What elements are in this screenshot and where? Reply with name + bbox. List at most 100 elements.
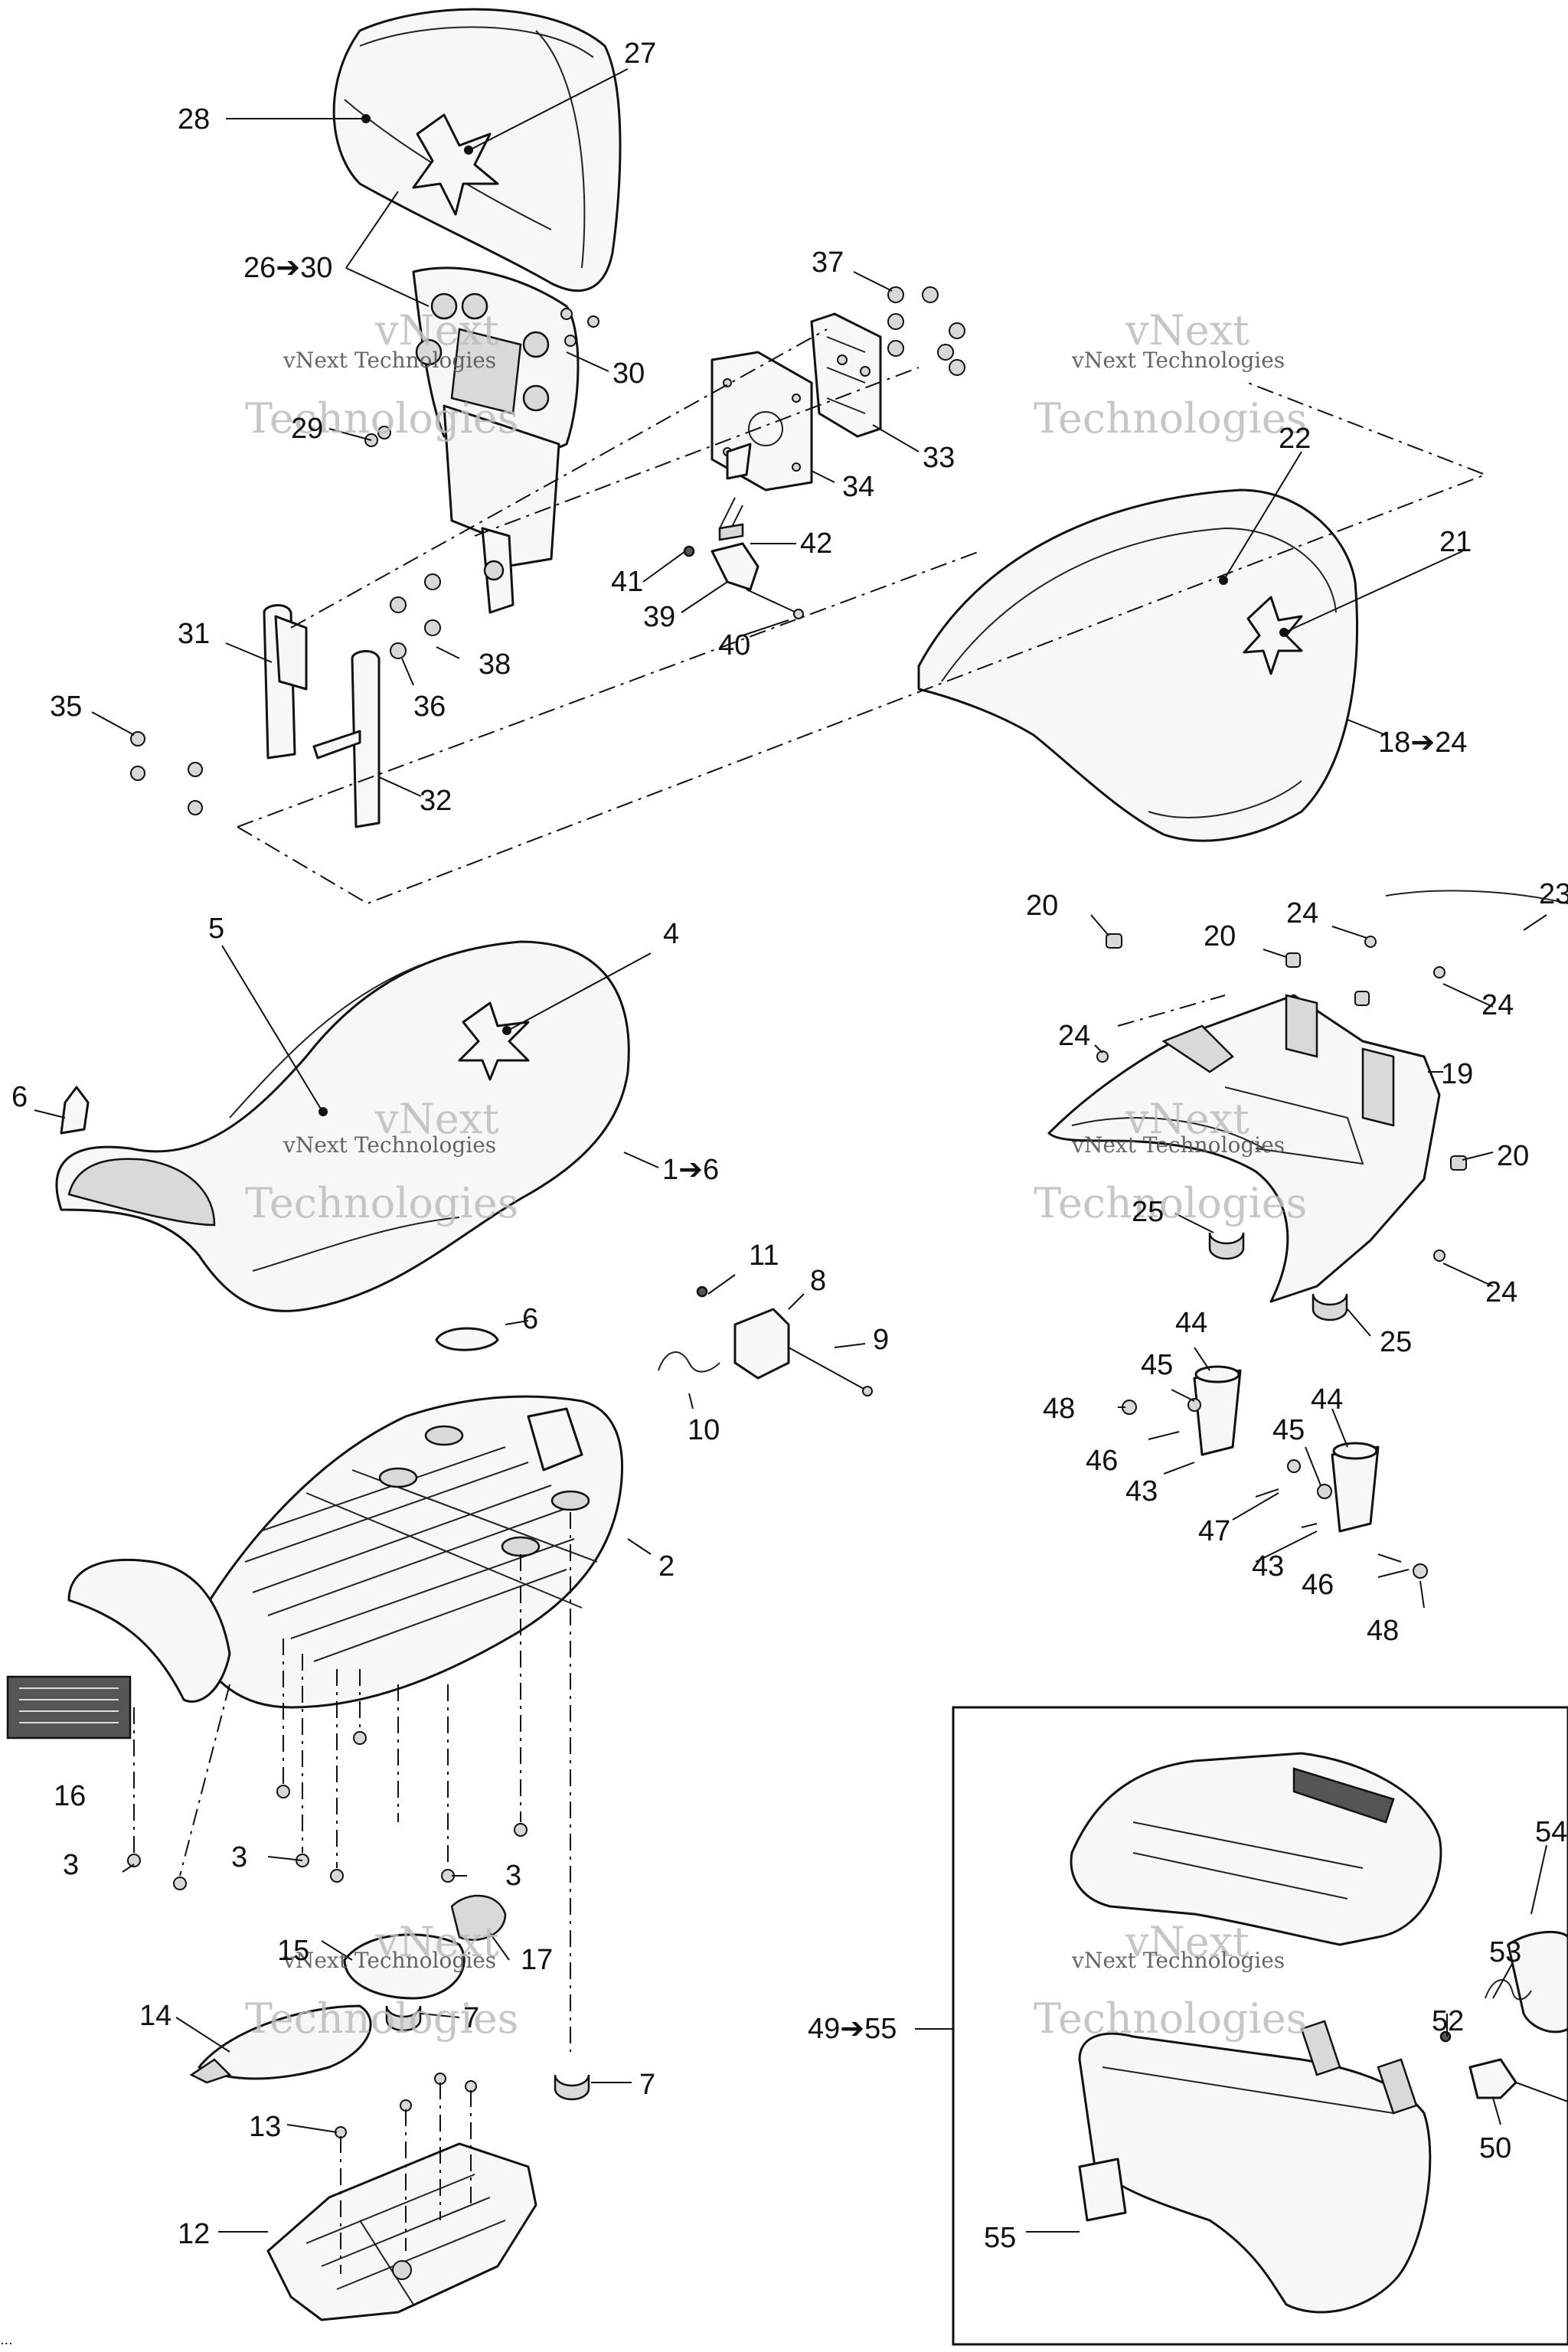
callout-20a: 20 — [1026, 890, 1058, 922]
callout-18-24: 18➔24 — [1378, 727, 1467, 759]
callout-44a: 44 — [1175, 1307, 1207, 1339]
callout-7a: 7 — [463, 2002, 479, 2034]
callout-24a: 24 — [1286, 897, 1318, 929]
callout-42: 42 — [800, 528, 832, 560]
callout-1-6: 1➔6 — [662, 1154, 719, 1186]
callout-48a: 48 — [1043, 1393, 1075, 1425]
callout-35: 35 — [50, 691, 82, 723]
callout-30: 30 — [612, 358, 645, 390]
callout-25b: 25 — [1380, 1326, 1412, 1358]
callout-50: 50 — [1479, 2132, 1511, 2164]
watermark-brand: vNext — [374, 306, 499, 354]
callout-14: 14 — [139, 2000, 172, 2032]
callout-28: 28 — [178, 103, 210, 136]
watermark-company: vNext Technologies — [283, 1132, 496, 1158]
callout-53: 53 — [1489, 1936, 1521, 1968]
grab-handles — [1122, 1365, 1428, 1579]
callout-31: 31 — [178, 618, 210, 650]
callout-55: 55 — [984, 2222, 1016, 2254]
watermark-big: Technologies — [245, 394, 518, 443]
callout-19: 19 — [1441, 1058, 1473, 1090]
callout-12: 12 — [178, 2218, 210, 2250]
callout-15: 15 — [277, 1935, 309, 1967]
callout-34: 34 — [842, 471, 874, 503]
callout-8: 8 — [810, 1265, 826, 1297]
watermark-company: vNext Technologies — [1071, 348, 1285, 373]
callout-20c: 20 — [1497, 1140, 1529, 1172]
callout-10: 10 — [688, 1414, 720, 1446]
callout-6a: 6 — [11, 1081, 28, 1113]
watermark-brand: vNext — [1125, 306, 1250, 354]
watermark-brand: vNext — [1125, 1095, 1250, 1143]
callout-45a: 45 — [1141, 1349, 1173, 1381]
backrest-cushion — [332, 8, 622, 292]
callout-26-30: 26➔30 — [243, 252, 332, 284]
watermark-big: Technologies — [1034, 394, 1307, 443]
callout-3a: 3 — [63, 1849, 79, 1881]
callout-38: 38 — [479, 648, 511, 681]
callout-37: 37 — [812, 247, 844, 279]
brand-logo-icon — [412, 113, 499, 216]
watermark-big: Technologies — [1034, 1179, 1307, 1227]
watermark-company: vNext Technologies — [283, 348, 496, 373]
watermark-brand: vNext — [374, 1918, 499, 1966]
callout-3c: 3 — [505, 1860, 521, 1892]
callout-16: 16 — [54, 1780, 86, 1812]
screw-group-30 — [364, 308, 599, 447]
callout-29: 29 — [291, 413, 323, 445]
callout-6b: 6 — [522, 1303, 538, 1335]
callout-54: 54 — [1535, 1816, 1567, 1848]
assembly-lines — [237, 328, 1488, 1027]
callout-24c: 24 — [1058, 1020, 1090, 1052]
callout-44b: 44 — [1311, 1383, 1343, 1416]
callout-17: 17 — [521, 1944, 553, 1976]
callout-24b: 24 — [1481, 989, 1514, 1021]
watermark-brand: vNext — [374, 1095, 499, 1143]
callout-52: 52 — [1432, 2005, 1464, 2037]
leaders — [34, 68, 1547, 2233]
callout-43a: 43 — [1125, 1475, 1158, 1508]
callout-36: 36 — [413, 691, 446, 723]
callout-49-55: 49➔55 — [808, 2013, 897, 2045]
driver-seat — [55, 940, 630, 1351]
watermark-company: vNext Technologies — [1071, 1948, 1285, 1973]
callout-9: 9 — [873, 1324, 889, 1356]
latch-assembly — [683, 497, 804, 619]
callout-45b: 45 — [1272, 1414, 1305, 1446]
brand-logo-icon — [1243, 596, 1303, 675]
callout-7b: 7 — [639, 2069, 655, 2101]
callout-33: 33 — [923, 442, 955, 474]
callout-2: 2 — [658, 1550, 675, 1583]
callout-23: 23 — [1539, 878, 1568, 910]
callout-43b: 43 — [1252, 1550, 1284, 1583]
callout-3b: 3 — [231, 1841, 247, 1873]
underseat-parts — [189, 1894, 590, 2321]
watermarks: vNext vNext Technologies Technologies vN… — [245, 306, 1307, 2043]
passenger-seat-base — [1047, 890, 1568, 1321]
nut-group-37 — [887, 286, 965, 376]
callout-20b: 20 — [1204, 920, 1236, 952]
watermark-company: vNext Technologies — [1071, 1132, 1285, 1158]
drawing-code: ... — [0, 2331, 13, 2348]
driver-seat-base — [67, 1395, 624, 1709]
callout-4: 4 — [663, 918, 679, 950]
callout-5: 5 — [208, 913, 224, 945]
storage-inset — [952, 1706, 1568, 2346]
callout-21: 21 — [1439, 526, 1472, 558]
callout-46a: 46 — [1086, 1445, 1118, 1477]
callout-32: 32 — [420, 785, 452, 817]
callout-24d: 24 — [1485, 1276, 1517, 1308]
seat-latch — [658, 1285, 873, 1396]
watermark-big: Technologies — [245, 1994, 518, 2043]
callout-46b: 46 — [1302, 1569, 1334, 1601]
callout-48b: 48 — [1367, 1615, 1399, 1647]
watermark-brand: vNext — [1125, 1918, 1250, 1966]
seat-base-fasteners — [127, 1512, 571, 2052]
callout-11: 11 — [749, 1240, 779, 1272]
backrest-plate — [412, 266, 580, 614]
watermark-big: Technologies — [1034, 1994, 1307, 2043]
watermark-big: Technologies — [245, 1179, 518, 1227]
adapter-plate — [710, 351, 813, 492]
callouts: 27 28 26➔30 30 29 37 33 34 42 41 39 40 3… — [11, 38, 1568, 2254]
